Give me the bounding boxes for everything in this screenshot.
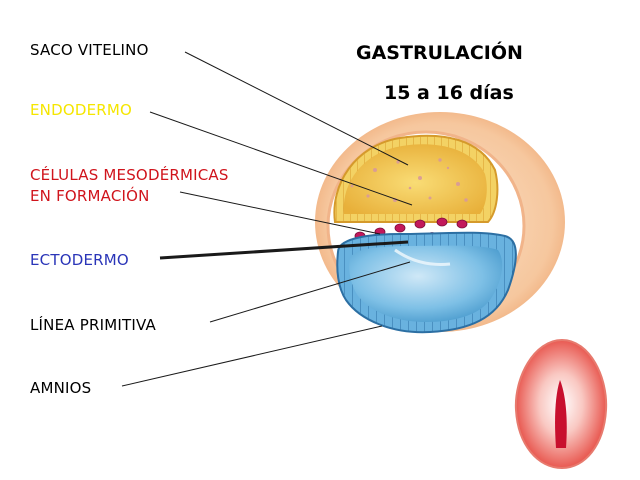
pointer-linea-primitiva [209,261,411,323]
label-linea-primitiva: LÍNEA PRIMITIVA [30,316,156,334]
embryonic-disc [514,338,608,470]
diagram-title: GASTRULACIÓN [356,42,523,64]
pointer-ectodermo [159,240,409,260]
label-saco-vitelino: SACO VITELINO [30,41,149,59]
amniotic-cavity [336,231,517,334]
pointer-saco-vitelino [184,51,409,166]
pointer-celulas [179,191,381,235]
pointer-amnios [121,325,383,387]
label-amnios: AMNIOS [30,379,92,397]
pointer-lines [121,51,413,387]
label-ectodermo: ECTODERMO [30,251,129,269]
label-celulas-line1: CÉLULAS MESODÉRMICAS [30,166,229,184]
label-celulas-line2: EN FORMACIÓN [30,187,150,205]
pointer-endodermo [149,111,413,206]
yolk-sac [333,134,499,223]
diagram-subtitle: 15 a 16 días [384,82,514,104]
label-endodermo: ENDODERMO [30,101,133,119]
